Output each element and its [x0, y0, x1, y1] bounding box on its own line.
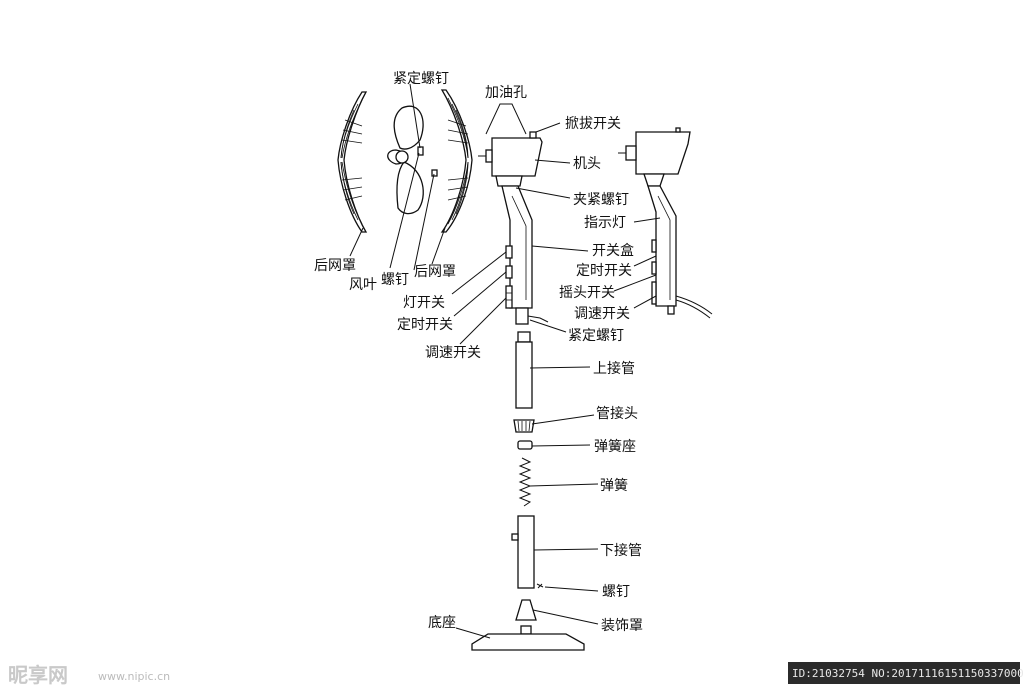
- label-base: 底座: [428, 615, 456, 631]
- fan-blade-part: [387, 105, 424, 215]
- label-screw-bottom: 螺钉: [602, 584, 630, 600]
- decorative-cover-part: [515, 599, 537, 621]
- switch-box-center-part: [501, 185, 549, 325]
- label-indicator-light: 指示灯: [584, 215, 626, 231]
- lower-tube-knob-part: [511, 533, 519, 541]
- leader-lines: [349, 83, 661, 639]
- label-set-screw-bottom: 紧定螺钉: [568, 328, 624, 344]
- screw-fan-part: [431, 169, 438, 177]
- screw-bottom-part: [536, 583, 544, 589]
- label-timer-switch-left: 定时开关: [397, 317, 453, 333]
- lower-tube-part: [517, 515, 535, 589]
- label-decorative-cover: 装饰罩: [601, 618, 643, 634]
- label-speed-switch-left: 调速开关: [425, 345, 481, 361]
- label-lower-tube: 下接管: [600, 542, 642, 559]
- rear-guard-left-part: [337, 91, 368, 233]
- label-switch-box: 开关盒: [592, 242, 634, 259]
- set-screw-top-part: [417, 146, 424, 156]
- spring-part: [518, 457, 532, 507]
- watermark-id-text: ID:21032754 NO:20171116151150337000: [792, 667, 1024, 680]
- label-speed-switch-right: 调速开关: [574, 306, 630, 322]
- label-timer-switch-right: 定时开关: [576, 263, 632, 279]
- label-clamp-screw: 夹紧螺钉: [573, 192, 629, 208]
- label-screw-left: 螺钉: [381, 272, 409, 288]
- label-pull-switch: 掀拔开关: [565, 116, 621, 132]
- spring-seat-part: [517, 440, 533, 450]
- label-light-switch: 灯开关: [403, 295, 445, 311]
- label-rear-guard-right: 后网罩: [414, 264, 456, 280]
- label-motor-head: 机头: [573, 156, 601, 172]
- label-oil-hole: 加油孔: [485, 85, 527, 101]
- label-spring: 弹簧: [600, 478, 628, 494]
- motor-head-side-part: [618, 127, 713, 319]
- label-set-screw-top: 紧定螺钉: [393, 71, 449, 87]
- label-spring-seat: 弹簧座: [594, 439, 636, 455]
- watermark-url: www.nipic.cn: [98, 670, 170, 683]
- rear-guard-right-part: [440, 89, 473, 233]
- watermark-logo: 昵享网: [8, 663, 68, 687]
- motor-head-center-part: [478, 131, 543, 187]
- watermark-id-bar: [788, 662, 1020, 684]
- upper-tube-part: [515, 341, 533, 409]
- label-pipe-joint: 管接头: [596, 405, 638, 422]
- upper-tube-cap-part: [517, 331, 531, 343]
- pipe-joint-part: [513, 419, 535, 433]
- label-rear-guard-left: 后网罩: [314, 258, 356, 274]
- label-fan-blade: 风叶: [349, 277, 377, 293]
- label-upper-tube: 上接管: [593, 360, 635, 377]
- base-part: [471, 625, 585, 651]
- label-oscillation-switch: 摇头开关: [559, 285, 615, 301]
